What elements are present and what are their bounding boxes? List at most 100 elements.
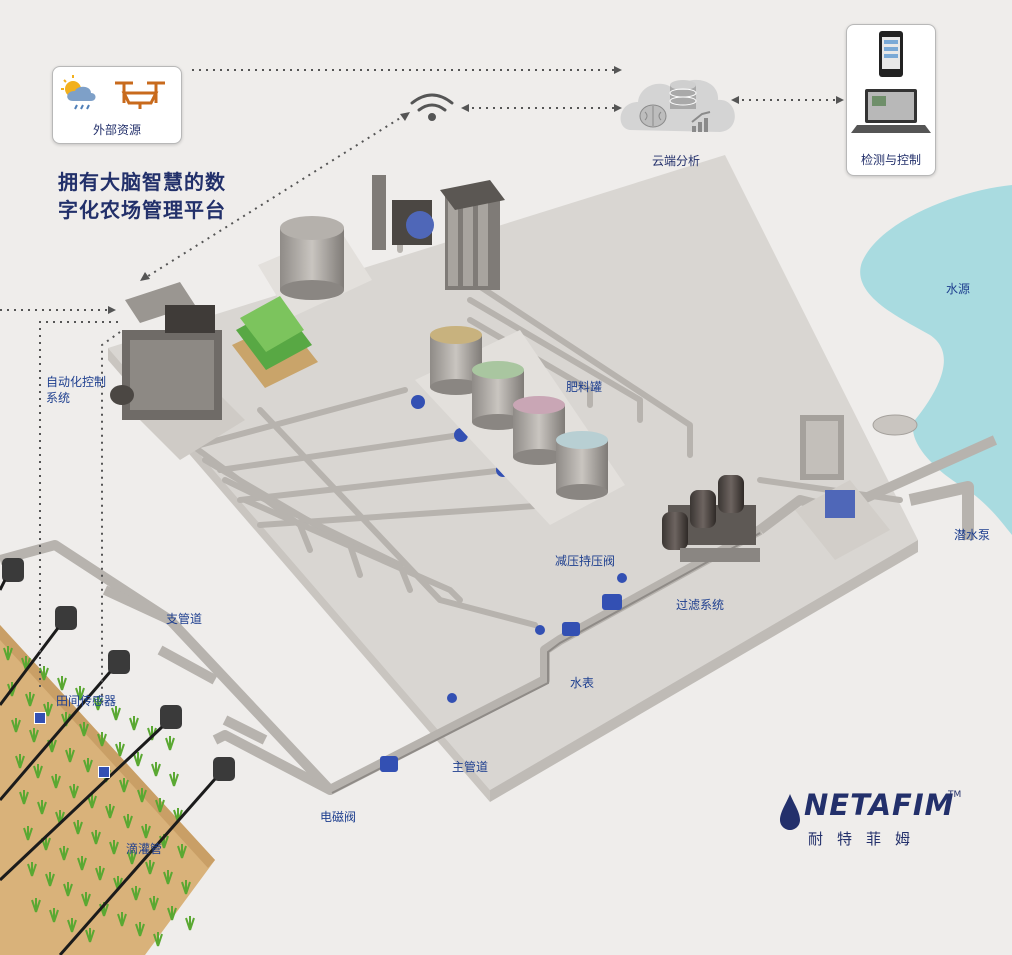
laptop-icon bbox=[851, 89, 931, 133]
crop-plant bbox=[75, 686, 85, 701]
platform-pipes bbox=[182, 237, 903, 628]
title-line-2: 字化农场管理平台 bbox=[58, 198, 226, 222]
crop-plant bbox=[77, 856, 87, 871]
crop-plant bbox=[63, 882, 73, 897]
external-resources-card[interactable]: 外部资源 bbox=[52, 66, 182, 144]
crop-plant bbox=[151, 762, 161, 777]
crop-plant bbox=[49, 908, 59, 923]
crop-plant bbox=[27, 862, 37, 877]
crop-plant bbox=[39, 666, 49, 681]
crop-plant bbox=[33, 764, 43, 779]
brand-trademark: TM bbox=[948, 790, 962, 800]
monitoring-label: 检测与控制 bbox=[860, 153, 921, 167]
external-resources-label: 外部资源 bbox=[92, 123, 141, 137]
crop-plant bbox=[79, 722, 89, 737]
crop-plant bbox=[153, 932, 163, 947]
crop-plant bbox=[85, 928, 95, 943]
crop-plant bbox=[91, 830, 101, 845]
crop-plant bbox=[43, 702, 53, 717]
crop-plant bbox=[97, 732, 107, 747]
monitoring-card[interactable]: 检测与控制 bbox=[846, 24, 936, 176]
fertilizer-tanks bbox=[430, 326, 608, 500]
data-links bbox=[0, 69, 840, 705]
arrowheads bbox=[108, 66, 844, 314]
crop-plant bbox=[95, 866, 105, 881]
label-drip-pipe: 滴灌管 bbox=[126, 842, 163, 856]
sensor-marker bbox=[34, 712, 46, 724]
crop-plant bbox=[169, 772, 179, 787]
phone-icon bbox=[879, 31, 903, 77]
crop-plant bbox=[37, 800, 47, 815]
crop-plant bbox=[83, 758, 93, 773]
label-main-pipe: 主管道 bbox=[452, 760, 489, 774]
crop-plant bbox=[19, 790, 29, 805]
mixing-tank bbox=[258, 216, 372, 318]
label-water-source: 水源 bbox=[946, 282, 971, 296]
crop-plant bbox=[45, 872, 55, 887]
automation-machine bbox=[110, 282, 245, 460]
cloud-analysis-label: 云端分析 bbox=[652, 154, 701, 168]
brain-icon bbox=[639, 104, 667, 128]
crop-plant bbox=[127, 850, 137, 865]
crop-plant bbox=[149, 896, 159, 911]
page-title: 拥有大脑智慧的数 字化农场管理平台 bbox=[58, 168, 226, 224]
netafim-logo: NETAFIM TM 耐特菲姆 bbox=[778, 788, 978, 848]
crop-plant bbox=[69, 784, 79, 799]
device-icons bbox=[851, 31, 931, 133]
top-pump-skid bbox=[372, 175, 505, 290]
crop-plant bbox=[59, 846, 69, 861]
crop-plant bbox=[135, 922, 145, 937]
crop-plant bbox=[145, 860, 155, 875]
crop-plant bbox=[165, 736, 175, 751]
crop-plant bbox=[109, 840, 119, 855]
crop-plant bbox=[185, 916, 195, 931]
cloud-graphic bbox=[620, 79, 735, 132]
crop-plant bbox=[167, 906, 177, 921]
crop-plant bbox=[81, 892, 91, 907]
disc-filters bbox=[662, 475, 760, 562]
crop-plant bbox=[133, 752, 143, 767]
external-icons bbox=[61, 75, 165, 110]
title-line-1: 拥有大脑智慧的数 bbox=[58, 170, 226, 194]
crop-plant bbox=[163, 870, 173, 885]
crop-plant bbox=[93, 696, 103, 711]
crop-plant bbox=[119, 778, 129, 793]
crop-plant bbox=[15, 754, 25, 769]
crop-plant bbox=[117, 912, 127, 927]
crop-plant bbox=[141, 824, 151, 839]
crop-plant bbox=[3, 646, 13, 661]
water-drop-logo-icon bbox=[780, 794, 800, 830]
crop-plant bbox=[23, 826, 33, 841]
crop-plant bbox=[131, 886, 141, 901]
label-filter-system: 过滤系统 bbox=[676, 598, 725, 612]
weather-icon bbox=[61, 75, 96, 110]
label-submersible-pump: 潜水泵 bbox=[954, 528, 991, 542]
label-field-sensor: 田间传感器 bbox=[56, 694, 117, 708]
crop-plant bbox=[129, 716, 139, 731]
crop-plant bbox=[181, 880, 191, 895]
field-valves bbox=[2, 558, 235, 781]
drone-icon bbox=[115, 81, 165, 109]
crop-plant bbox=[67, 918, 77, 933]
label-pressure-valve: 减压持压阀 bbox=[555, 554, 616, 568]
brand-name: NETAFIM bbox=[804, 788, 955, 822]
label-branch-pipe: 支管道 bbox=[166, 612, 203, 626]
crop-plant bbox=[73, 820, 83, 835]
crop-plant bbox=[11, 718, 21, 733]
label-solenoid-valve: 电磁阀 bbox=[320, 810, 357, 824]
wifi-icon bbox=[410, 93, 454, 121]
main-pipe-shade bbox=[331, 532, 761, 794]
pump-station bbox=[795, 414, 918, 560]
crop-plant bbox=[137, 788, 147, 803]
crop-plant bbox=[177, 844, 187, 859]
label-fertilizer-tanks: 肥料罐 bbox=[566, 380, 603, 394]
crop-plant bbox=[111, 706, 121, 721]
fertilizer-bags bbox=[232, 296, 318, 388]
database-icon bbox=[669, 80, 697, 109]
crop-plant bbox=[123, 814, 133, 829]
crop-plant bbox=[105, 804, 115, 819]
crop-plant bbox=[155, 798, 165, 813]
crop-field bbox=[0, 625, 215, 955]
